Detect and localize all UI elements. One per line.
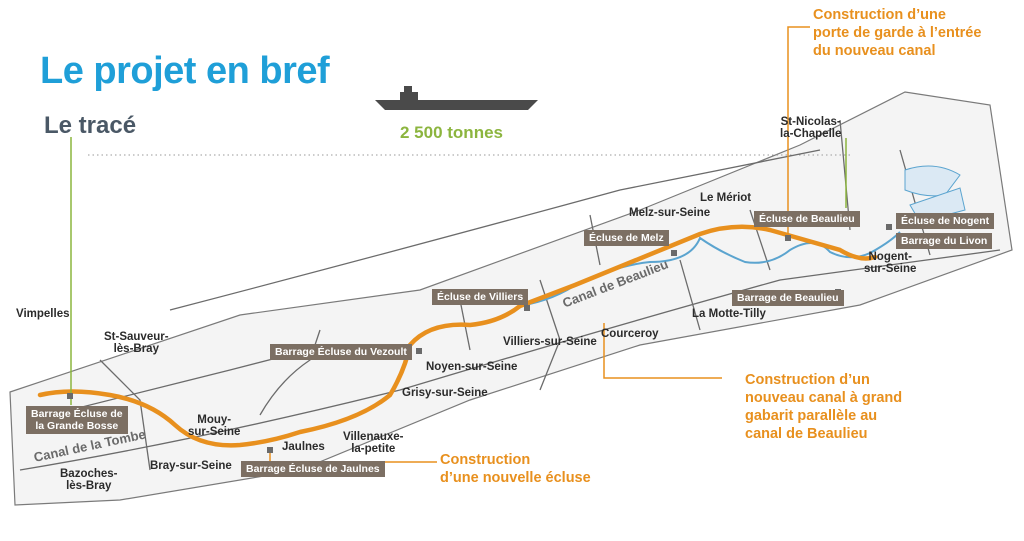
town-villenauxe: Villenauxe- la-petite (343, 431, 404, 455)
barge-tonnage: 2 500 tonnes (400, 123, 503, 142)
town-la-motte-tilly: La Motte-Tilly (692, 308, 766, 320)
tag-livon: Barrage du Livon (896, 233, 993, 249)
town-villiers: Villiers-sur-Seine (503, 336, 597, 348)
page-title: Le projet en bref (40, 50, 330, 92)
note-porte-garde: Construction d’une porte de garde à l’en… (813, 7, 982, 59)
page-subtitle: Le tracé (44, 112, 137, 139)
town-melz: Melz-sur-Seine (629, 207, 711, 219)
tag-vezoult: Barrage Écluse du Vezoult (270, 344, 412, 360)
barge-icon (375, 86, 538, 110)
new-canal-route (37, 224, 878, 448)
tag-nogent: Écluse de Nogent (896, 213, 995, 229)
town-bazoches: Bazoches- lès-Bray (60, 468, 118, 492)
tag-beaulieu-barrage: Barrage de Beaulieu (732, 290, 844, 306)
town-jaulnes: Jaulnes (282, 441, 325, 453)
town-bray: Bray-sur-Seine (150, 460, 232, 472)
tag-villiers: Écluse de Villiers (432, 289, 529, 305)
town-grisy: Grisy-sur-Seine (402, 387, 488, 399)
town-noyen: Noyen-sur-Seine (426, 361, 518, 373)
town-le-meriot: Le Mériot (700, 192, 752, 204)
town-nogent: Nogent- sur-Seine (864, 251, 917, 275)
town-vimpelles: Vimpelles (16, 308, 70, 320)
tag-beaulieu-ecluse: Écluse de Beaulieu (754, 211, 860, 227)
town-st-nicolas: St-Nicolas- la-Chapelle (780, 116, 842, 140)
note-nouveau-canal: Construction d’un nouveau canal à grand … (745, 372, 903, 442)
tag-grande-bosse: Barrage Écluse de la Grande Bosse (26, 406, 128, 434)
tag-jaulnes: Barrage Écluse de Jaulnes (241, 461, 385, 477)
tag-melz: Écluse de Melz (584, 230, 669, 246)
note-nouvelle-ecluse: Construction d’une nouvelle écluse (440, 452, 591, 486)
green-leaders (70, 137, 847, 405)
town-st-sauveur: St-Sauveur- lès-Bray (104, 331, 169, 355)
town-courceroy: Courceroy (601, 328, 659, 340)
town-mouy: Mouy- sur-Seine (188, 414, 241, 438)
